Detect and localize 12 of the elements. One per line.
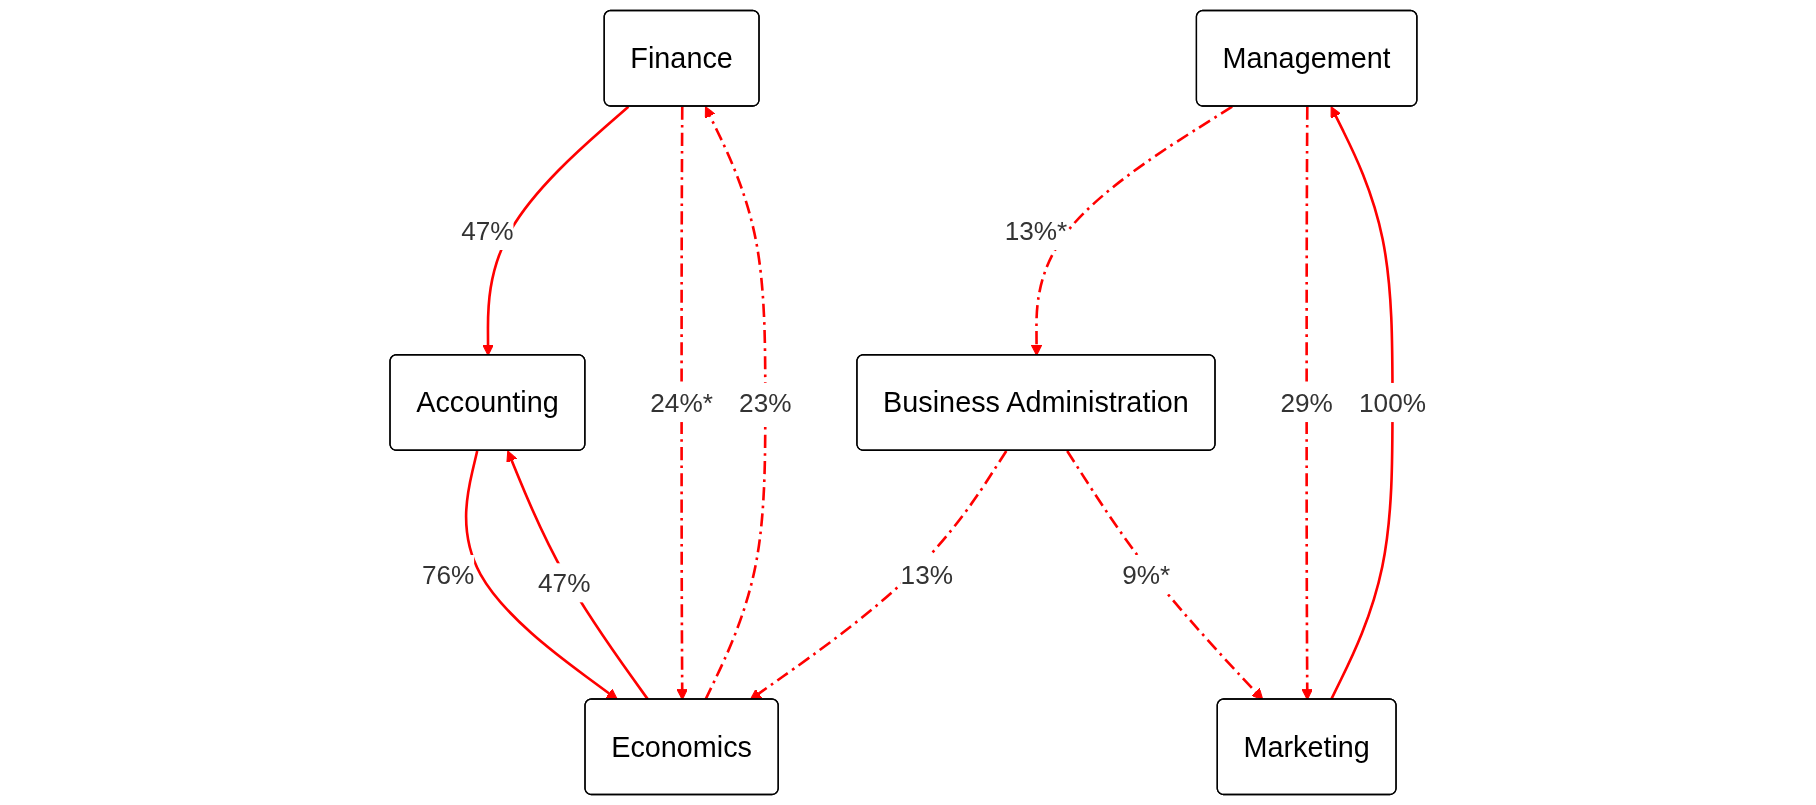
arrow (482, 105, 630, 356)
edge-label: 47% (461, 215, 514, 245)
edge-label: 24%* (650, 388, 713, 417)
edge-label: 13% (900, 560, 954, 590)
edge-label: 47% (538, 568, 591, 598)
edge-label: 9%* (1122, 560, 1171, 590)
edge-label: 29% (1280, 388, 1333, 417)
edge-label: 100% (1359, 388, 1426, 417)
edge-label: 13%* (1004, 215, 1068, 245)
edge-label: 23% (739, 388, 792, 417)
arrow (1030, 105, 1233, 356)
edge-label: 76% (421, 560, 475, 590)
